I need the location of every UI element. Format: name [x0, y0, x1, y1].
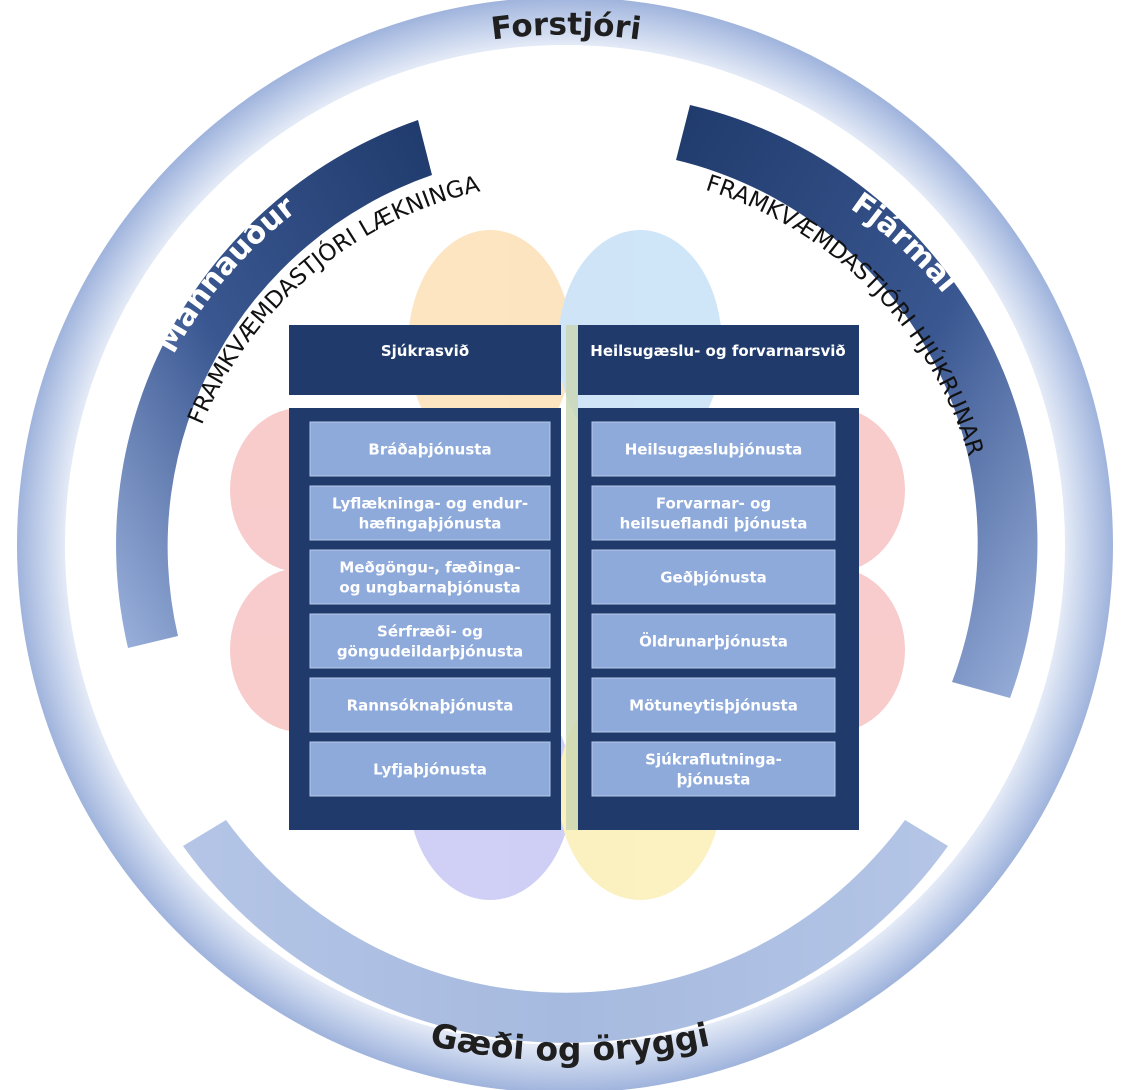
service-box: [591, 549, 836, 605]
center-divider: [566, 325, 578, 830]
service-box: [591, 741, 836, 797]
service-label: heilsueflandi þjónusta: [620, 514, 808, 532]
service-box: [309, 549, 551, 605]
left-arc-band: [116, 120, 432, 648]
service-label: Meðgöngu-, fæðinga-: [339, 558, 520, 576]
service-label: göngudeildarþjónusta: [337, 642, 523, 660]
left-column-header: [289, 325, 561, 395]
right-column-heading: Heilsugæslu- og forvarnarsvið: [590, 342, 845, 360]
service-label: og ungbarnaþjónusta: [339, 578, 520, 596]
service-label: Öldrunarþjónusta: [639, 631, 788, 650]
service-box: [309, 421, 551, 477]
bottom-arc-band: [183, 820, 948, 1043]
service-box: [591, 613, 836, 669]
service-label: Sérfræði- og: [377, 622, 483, 640]
service-box: [309, 613, 551, 669]
service-label: Lyfjaþjónusta: [373, 760, 487, 778]
inner-disk: [65, 45, 1065, 1045]
service-box: [591, 421, 836, 477]
right-column-header: [578, 325, 859, 395]
service-label: Rannsóknaþjónusta: [347, 696, 514, 714]
service-label: Sjúkraflutninga-: [645, 750, 782, 768]
service-label: Lyflækninga- og endur-: [332, 494, 528, 512]
right-arc-band: [676, 105, 1038, 698]
service-box: [591, 677, 836, 733]
service-box: [309, 677, 551, 733]
service-label: Bráðaþjónusta: [368, 440, 491, 458]
service-label: Geðþjónusta: [660, 568, 767, 586]
service-box: [309, 485, 551, 541]
service-label: þjónusta: [677, 770, 751, 788]
service-label: hæfingaþjónusta: [359, 514, 502, 532]
service-label: Forvarnar- og: [656, 494, 771, 512]
service-box: [309, 741, 551, 797]
service-box: [591, 485, 836, 541]
service-label: Heilsugæsluþjónusta: [625, 440, 803, 458]
service-label: Mötuneytisþjónusta: [629, 696, 798, 714]
top-title: Forstjóri: [489, 6, 643, 47]
left-column-heading: Sjúkrasvið: [381, 342, 469, 360]
